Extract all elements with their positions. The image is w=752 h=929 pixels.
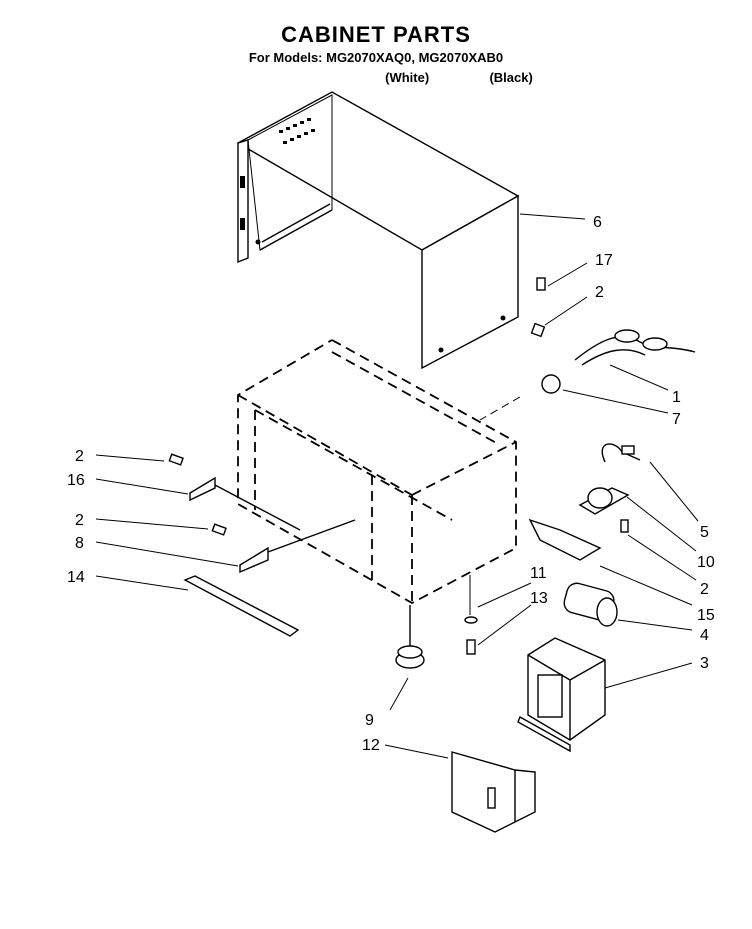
models-line: For Models: MG2070XAQ0, MG2070XAB0 xyxy=(248,50,504,65)
callout-11: 11 xyxy=(530,565,547,582)
diagram-title: CABINET PARTS xyxy=(281,22,471,47)
callout-1: 1 xyxy=(672,389,681,406)
callout-4: 4 xyxy=(700,627,709,644)
cabinet-wrapper-part xyxy=(236,91,520,370)
switch-5-part xyxy=(601,443,641,463)
bracket-16-part xyxy=(189,476,301,531)
variant-white: (White) xyxy=(385,70,430,85)
foot-9-part xyxy=(395,605,425,669)
cover-12-part xyxy=(451,751,536,833)
callout-12: 12 xyxy=(362,737,380,754)
callout-9: 9 xyxy=(365,712,374,729)
variant-black: (Black) xyxy=(489,70,533,85)
callout-2: 2 xyxy=(75,512,84,529)
capacitor-4-part xyxy=(563,582,618,627)
leader-lines xyxy=(95,213,699,759)
callout-5: 5 xyxy=(700,524,709,541)
callout-2: 2 xyxy=(75,448,84,465)
callout-10: 10 xyxy=(697,554,715,571)
callout-6: 6 xyxy=(593,214,602,231)
callout-13: 13 xyxy=(530,590,548,607)
callout-17: 17 xyxy=(595,252,613,269)
bracket-8-part xyxy=(239,519,356,574)
power-cord-part xyxy=(574,329,696,366)
strip-14-part xyxy=(183,575,300,637)
callout-8: 8 xyxy=(75,535,84,552)
grommet-7-part xyxy=(479,374,561,421)
callout-15: 15 xyxy=(697,607,715,624)
bracket-10-part xyxy=(578,487,630,515)
callout-numbers: 6 17 2 1 7 2 16 2 8 14 5 10 2 15 4 3 11 … xyxy=(67,214,715,754)
diode-15-part xyxy=(528,518,602,561)
transformer-3-part xyxy=(517,637,606,753)
callout-2: 2 xyxy=(595,284,604,301)
callout-2: 2 xyxy=(700,581,709,598)
callout-7: 7 xyxy=(672,411,681,428)
callout-16: 16 xyxy=(67,472,85,489)
variant-line: (White) (Black) xyxy=(0,70,752,85)
oven-cavity-outline xyxy=(237,339,517,605)
washer-screw-parts xyxy=(464,575,478,655)
screw-icons xyxy=(168,277,629,536)
callout-3: 3 xyxy=(700,655,709,672)
callout-14: 14 xyxy=(67,569,85,586)
